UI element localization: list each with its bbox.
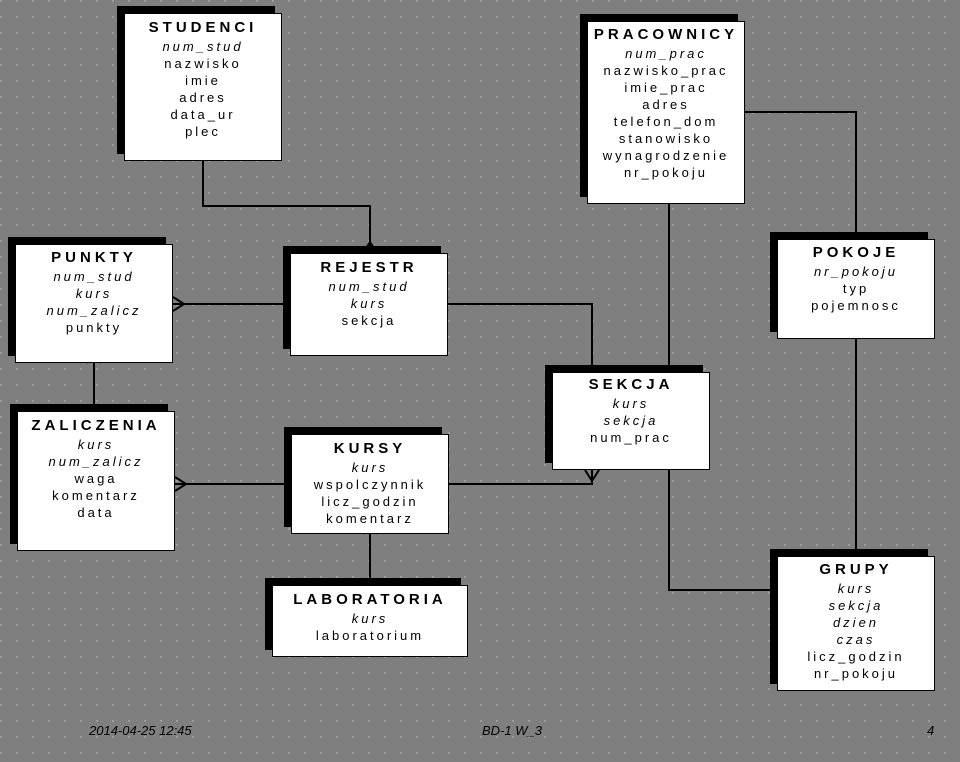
relationship-line [202, 161, 371, 253]
entity-attribute: komentarz [326, 511, 414, 526]
relationship-line [668, 470, 777, 591]
crows-foot-mark [591, 469, 600, 482]
entity-attribute: wynagrodzenie [602, 148, 730, 163]
relationship-line [448, 303, 593, 372]
entity-attribute: komentarz [52, 488, 140, 503]
entity-title: PRACOWNICY [593, 26, 739, 43]
entity-attribute: adres [642, 97, 690, 112]
entity-attribute: nr_pokoju [623, 165, 709, 180]
entity-attribute: nazwisko [164, 56, 242, 71]
entity-title: PUNKTY [51, 249, 137, 266]
footer-code: BD-1 W_3 [482, 723, 542, 738]
crows-foot-mark [362, 241, 371, 254]
entity-title: POKOJE [812, 244, 900, 261]
entity-title: LABORATORIA [293, 591, 447, 608]
crows-foot-mark [172, 303, 185, 312]
entity-attribute: num_stud [53, 269, 135, 284]
entity-attribute: laboratorium [315, 628, 425, 643]
entity-attribute: num_stud [162, 39, 244, 54]
entity-attribute: num_zalicz [46, 303, 142, 318]
entity-attributes: kurs laboratorium [273, 610, 467, 644]
entity-title: REJESTR [320, 259, 418, 276]
entity-attribute: nazwisko_prac [603, 63, 729, 78]
crows-foot-mark [584, 469, 593, 482]
relationship-rejestr-punkty [172, 296, 290, 312]
crows-foot-mark [369, 241, 378, 254]
entity-title: GRUPY [819, 561, 893, 578]
entity-attribute: data_ur [170, 107, 236, 122]
entity-attribute: kurs [77, 437, 115, 452]
relationship-studenci-rejestr [202, 161, 378, 254]
entity-attribute: punkty [65, 320, 123, 335]
entity-title: ZALICZENIA [31, 417, 161, 434]
footer-date: 2014-04-25 12:45 [89, 723, 192, 738]
relationship-line [745, 111, 857, 239]
entity-title: STUDENCI [148, 19, 258, 36]
entity-attributes: kurs wspolczynnik licz_godzin komentarz [292, 459, 448, 527]
crows-foot-mark [172, 296, 185, 305]
entity-attribute: telefon_dom [613, 114, 719, 129]
entity-attributes: kurs sekcja num_prac [553, 395, 709, 446]
entity-title: KURSY [333, 440, 407, 457]
crows-foot-mark [174, 483, 187, 492]
entity-attribute: sekcja [341, 313, 397, 328]
entity-attribute: kurs [351, 611, 389, 626]
entity-attribute: dzien [832, 615, 880, 630]
relationship-kursy-zaliczenia [174, 476, 291, 492]
entity-attribute: kurs [75, 286, 113, 301]
entity-attribute: pojemnosc [811, 298, 901, 313]
entity-grupy[interactable]: GRUPY kurs sekcja dzien czas licz_godzin nr_p… [777, 556, 935, 691]
entity-attribute: num_stud [328, 279, 410, 294]
entity-attribute: wspolczynnik [313, 477, 427, 492]
entity-laboratoria[interactable]: LABORATORIA kurs laboratorium [272, 585, 468, 657]
entity-attribute: sekcja [603, 413, 659, 428]
entity-attribute: data [77, 505, 115, 520]
relationship-kursy-sekcja [449, 469, 600, 485]
entity-attribute: num_prac [625, 46, 707, 61]
entity-attribute: plec [185, 124, 221, 139]
entity-attribute: imie [185, 73, 221, 88]
entity-attribute: licz_godzin [807, 649, 905, 664]
entity-attribute: licz_godzin [321, 494, 419, 509]
entity-studenci[interactable]: STUDENCI num_stud nazwisko imie adres data_u… [124, 13, 282, 161]
entity-attribute: nr_pokoju [813, 666, 899, 681]
entity-attribute: kurs [612, 396, 650, 411]
entity-attribute: typ [842, 281, 870, 296]
entity-attribute: kurs [837, 581, 875, 596]
entity-attribute: stanowisko [618, 131, 714, 146]
entity-attribute: sekcja [828, 598, 884, 613]
entity-sekcja[interactable]: SEKCJA kurs sekcja num_prac [552, 372, 710, 470]
entity-attribute: kurs [351, 460, 389, 475]
footer-page: 4 [927, 723, 935, 738]
entity-attribute: num_prac [590, 430, 672, 445]
entity-title: SEKCJA [588, 376, 674, 393]
entity-attribute: kurs [350, 296, 388, 311]
entity-attribute: adres [179, 90, 227, 105]
relationship-line [449, 470, 593, 485]
entity-attribute: nr_pokoju [813, 264, 899, 279]
entity-attribute: num_zalicz [48, 454, 144, 469]
crows-foot-mark [174, 476, 187, 485]
entity-attribute: waga [74, 471, 118, 486]
entity-attribute: czas [836, 632, 876, 647]
entity-attribute: imie_prac [624, 80, 708, 95]
entity-pracownicy[interactable]: PRACOWNICY num_prac nazwisko_prac imie_pra… [587, 21, 745, 204]
entity-attributes: kurs sekcja dzien czas licz_godzin nr_pokoju [778, 580, 934, 682]
